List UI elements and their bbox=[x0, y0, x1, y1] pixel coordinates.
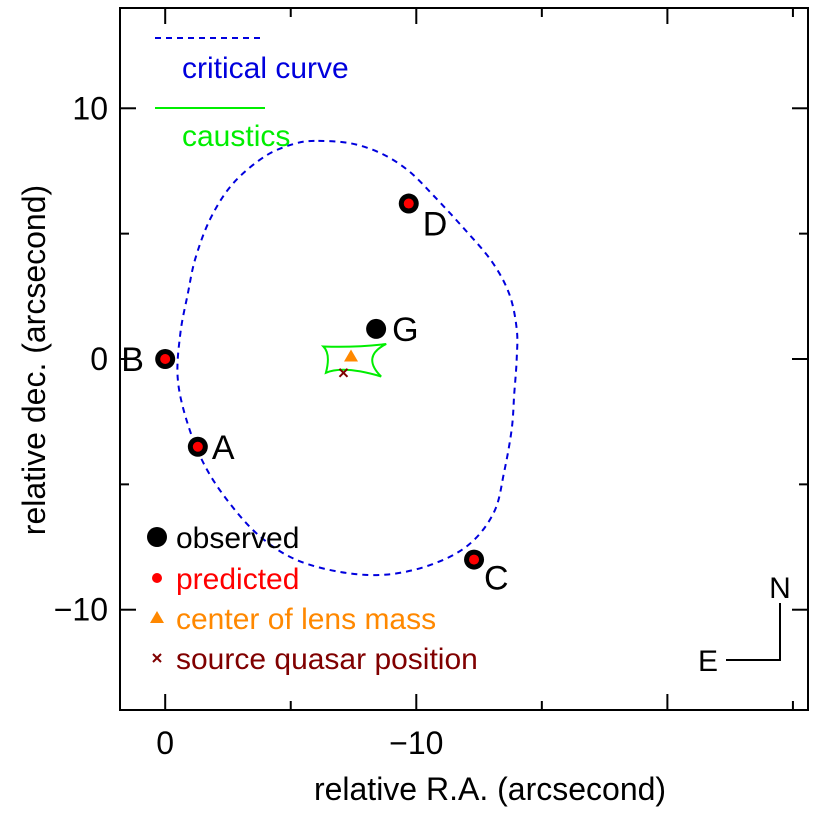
legend-source-marker bbox=[152, 653, 162, 663]
predicted-point-c bbox=[469, 554, 480, 565]
x-tick-label: −10 bbox=[389, 725, 443, 761]
image-label-d: D bbox=[423, 206, 448, 244]
legend-predicted-marker bbox=[152, 573, 162, 583]
galaxy-label: G bbox=[392, 311, 418, 349]
critical-curve bbox=[176, 139, 519, 577]
legend: critical curve caustics observed predicted c… bbox=[147, 37, 478, 676]
lens-center-marker bbox=[344, 349, 359, 362]
legend-observed-marker bbox=[147, 527, 167, 547]
compass: NE bbox=[698, 572, 791, 678]
image-label-c: C bbox=[484, 560, 509, 598]
predicted-point-d bbox=[403, 198, 414, 209]
legend-label-2: predicted bbox=[176, 563, 299, 596]
y-tick-label: 10 bbox=[72, 90, 108, 126]
image-label-a: A bbox=[212, 429, 235, 467]
legend-label-3: center of lens mass bbox=[176, 603, 436, 636]
compass-east-label: E bbox=[698, 645, 718, 678]
axis-ticks: 0 −10 10 0 −10 bbox=[54, 8, 808, 761]
source-position-marker bbox=[338, 368, 349, 378]
y-tick-label: −10 bbox=[54, 592, 108, 628]
image-label-b: B bbox=[121, 341, 144, 379]
y-axis-label: relative dec. (arcsecond) bbox=[16, 185, 52, 535]
x-tick-label: 0 bbox=[156, 725, 174, 761]
compass-north-label: N bbox=[769, 572, 791, 605]
curves-layer bbox=[176, 139, 519, 577]
compass-arrows bbox=[726, 603, 781, 661]
x-axis-label: relative R.A. (arcsecond) bbox=[314, 771, 666, 807]
data-points: A B C D G bbox=[121, 193, 509, 598]
galaxy-point bbox=[366, 318, 387, 339]
legend-lens-center-marker bbox=[150, 611, 164, 623]
caustics-curve bbox=[320, 343, 387, 378]
legend-label-4: source quasar position bbox=[176, 643, 478, 676]
legend-critical-curve-label: critical curve bbox=[182, 52, 349, 85]
legend-caustics-label: caustics bbox=[182, 120, 290, 153]
y-tick-label: 0 bbox=[90, 341, 108, 377]
predicted-point-b bbox=[160, 354, 171, 364]
legend-label-1: observed bbox=[176, 522, 299, 555]
predicted-point-a bbox=[192, 441, 203, 452]
